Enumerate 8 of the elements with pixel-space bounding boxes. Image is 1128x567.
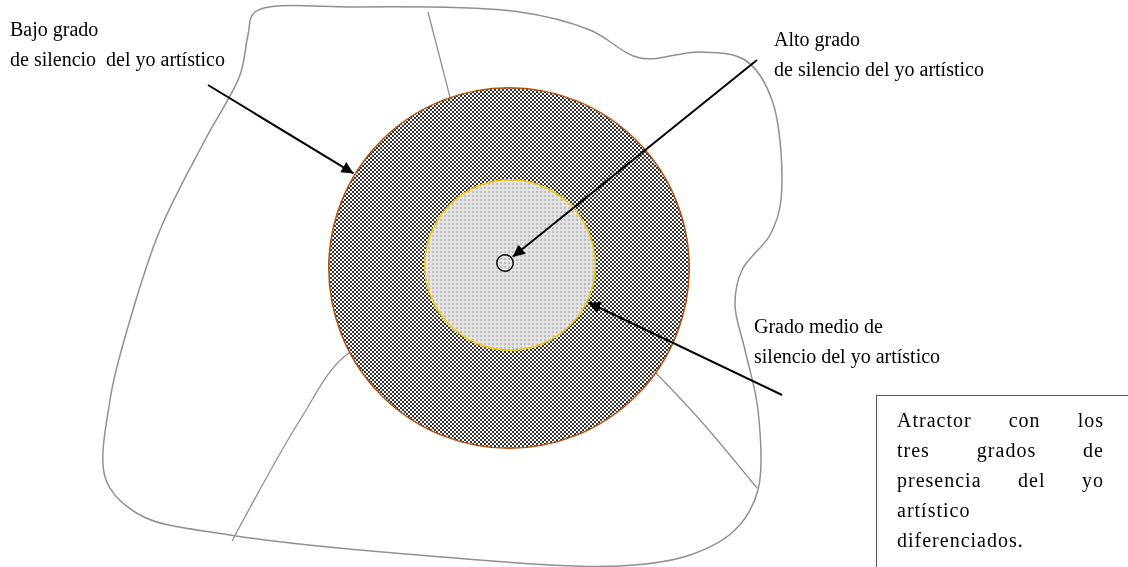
callout-text: Bajo grado de silencio del yo artístico xyxy=(10,17,226,73)
callout-text: Grado medio de silencio del yo artístico xyxy=(754,314,942,370)
arrow xyxy=(207,84,355,175)
callout-text: Alto grado de silencio del yo artístico xyxy=(774,27,985,83)
arrow xyxy=(511,59,758,258)
note-box xyxy=(876,395,1128,567)
note-text: Atractor con los tres grados de presencia del yo artístico diferenciados. xyxy=(897,408,1104,553)
arrow xyxy=(587,301,783,396)
